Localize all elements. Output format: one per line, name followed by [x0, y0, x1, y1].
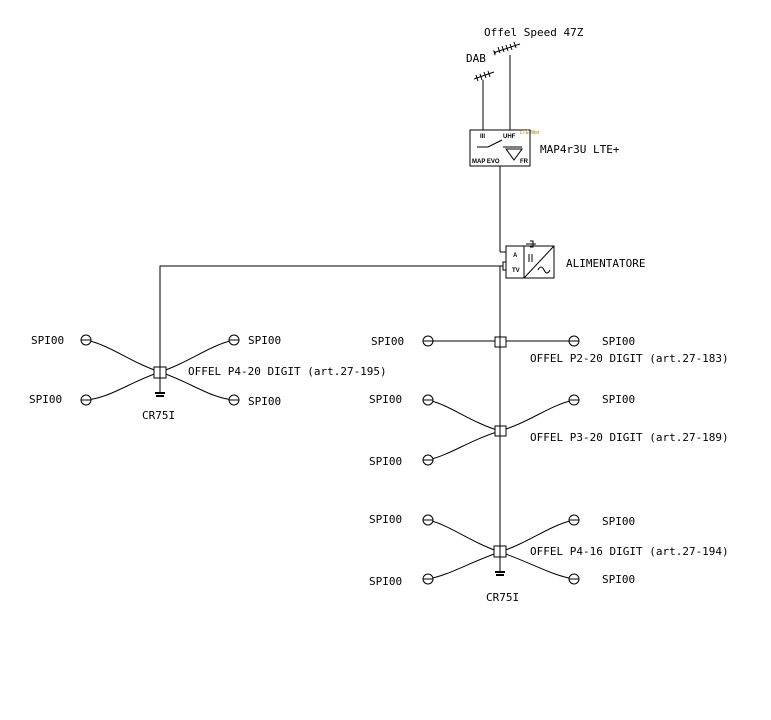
outlet-p4-16-1-label: SPI00	[369, 513, 402, 526]
power-supply-label: ALIMENTATORE	[566, 257, 645, 270]
terminator-right-label: CR75I	[486, 591, 519, 604]
outlet-p3-3	[422, 454, 434, 466]
amplifier-box: III UHF LTE filter MAP EVO FR	[469, 129, 540, 167]
uhf-antenna-icon	[493, 41, 521, 130]
outlet-p4-16-3	[422, 573, 434, 585]
dab-antenna-icon	[473, 70, 495, 130]
outlet-left-2-label: SPI00	[248, 334, 281, 347]
outlet-p3-2-label: SPI00	[602, 393, 635, 406]
outlet-left-2	[228, 334, 240, 346]
outlet-p4-16-4	[568, 573, 580, 585]
splitter-p4-16	[427, 519, 575, 580]
splitter-p4-16-label: OFFEL P4-16 DIGIT (art.27-194)	[530, 545, 729, 558]
svg-text:A: A	[513, 253, 518, 259]
outlet-p2-2-label: SPI00	[602, 335, 635, 348]
svg-text:MAP EVO: MAP EVO	[472, 159, 500, 165]
svg-text:UHF: UHF	[503, 134, 516, 140]
splitter-p4-20-label: OFFEL P4-20 DIGIT (art.27-195)	[188, 365, 387, 378]
terminator-left-label: CR75I	[142, 409, 175, 422]
svg-text:TV: TV	[512, 268, 520, 274]
svg-text:III: III	[480, 134, 485, 140]
splitter-p2-20	[428, 336, 574, 348]
outlet-left-4	[228, 394, 240, 406]
outlet-p3-3-label: SPI00	[369, 455, 402, 468]
splitter-p2-20-label: OFFEL P2-20 DIGIT (art.27-183)	[530, 352, 729, 365]
outlet-p3-1-label: SPI00	[369, 393, 402, 406]
outlet-p4-16-4-label: SPI00	[602, 573, 635, 586]
splitter-p4-20	[85, 339, 235, 401]
outlet-p2-2	[568, 335, 580, 347]
power-supply-box: A TV	[500, 240, 555, 279]
amplifier-label: MAP4r3U LTE+	[540, 143, 620, 156]
outlet-left-1-label: SPI00	[31, 334, 64, 347]
outlet-p3-2	[568, 394, 580, 406]
outlet-p2-1-label: SPI00	[371, 335, 404, 348]
svg-text:LTE filter: LTE filter	[520, 130, 540, 136]
outlet-p4-16-3-label: SPI00	[369, 575, 402, 588]
outlet-left-3	[80, 394, 92, 406]
splitter-p3-20-label: OFFEL P3-20 DIGIT (art.27-189)	[530, 431, 729, 444]
outlet-p4-16-2-label: SPI00	[602, 515, 635, 528]
outlet-p4-16-2	[568, 514, 580, 526]
outlet-p2-1	[422, 335, 434, 347]
outlet-p3-1	[422, 394, 434, 406]
outlet-left-1	[80, 334, 92, 346]
outlet-left-4-label: SPI00	[248, 395, 281, 408]
dab-antenna-label: DAB	[466, 52, 486, 65]
outlet-p4-16-1	[422, 514, 434, 526]
outlet-left-3-label: SPI00	[29, 393, 62, 406]
splitter-p3-20	[427, 399, 575, 461]
uhf-antenna-label: Offel Speed 47Z	[484, 26, 584, 39]
svg-text:FR: FR	[520, 159, 529, 165]
left-branch	[159, 265, 500, 372]
